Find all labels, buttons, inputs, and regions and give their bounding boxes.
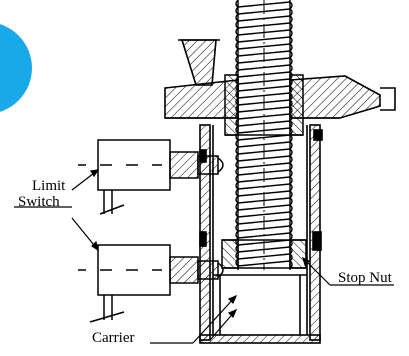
- screw-thread-crest: [289, 225, 293, 234]
- screw-thread: [237, 36, 291, 43]
- screw-thread-crest: [289, 169, 293, 178]
- carrier-label: Carrier: [92, 330, 135, 346]
- accent-circle-icon: [0, 24, 32, 112]
- screw-thread-crest: [235, 230, 239, 239]
- leader-lines: [14, 169, 394, 344]
- screw-thread-crest: [289, 148, 293, 157]
- screw-thread-crest: [235, 181, 239, 190]
- screw-thread-crest: [235, 48, 239, 57]
- screw-thread-crest: [289, 176, 293, 185]
- screw-thread-crest: [235, 6, 239, 15]
- screw-thread-crest: [235, 20, 239, 29]
- screw-thread-crest: [235, 41, 239, 50]
- screw-thread: [237, 169, 291, 176]
- screw-thread: [237, 120, 291, 127]
- screw-thread-crest: [289, 183, 293, 192]
- screw-thread-crest: [289, 211, 293, 220]
- screw-thread: [237, 162, 291, 169]
- screw-thread: [237, 85, 291, 92]
- screw-thread: [237, 1, 291, 8]
- screw-thread: [237, 92, 291, 99]
- stop-nut: [221, 239, 307, 269]
- carrier-tube: [199, 124, 323, 344]
- screw-thread-crest: [289, 15, 293, 24]
- screw-thread: [237, 246, 291, 253]
- screw-thread: [237, 218, 291, 225]
- screw-thread: [237, 134, 291, 141]
- screw-thread-crest: [289, 162, 293, 171]
- limit-switch-label-line1: Limit: [32, 178, 66, 194]
- screw-thread-crest: [235, 167, 239, 176]
- screw-thread: [237, 106, 291, 113]
- screw-thread: [237, 141, 291, 148]
- screw-thread-crest: [235, 55, 239, 64]
- screw-thread: [237, 155, 291, 162]
- screw-thread-crest: [235, 202, 239, 211]
- screw-thread: [237, 71, 291, 78]
- screw-thread-crest: [235, 34, 239, 43]
- screw-thread: [237, 64, 291, 71]
- screw-thread-crest: [289, 1, 293, 10]
- screw-thread-crest: [235, 188, 239, 197]
- screw-thread: [237, 57, 291, 64]
- screw-thread: [237, 127, 291, 134]
- screw-thread: [237, 204, 291, 211]
- screw-thread-crest: [289, 141, 293, 150]
- screw-thread-crest: [235, 216, 239, 225]
- screw-thread-crest: [289, 43, 293, 52]
- screw-thread-crest: [289, 204, 293, 213]
- screw-thread: [237, 50, 291, 57]
- screw-thread-crest: [235, 174, 239, 183]
- screw-thread-crest: [289, 57, 293, 66]
- screw-thread-crest: [235, 209, 239, 218]
- screw-thread: [237, 29, 291, 36]
- screw-thread: [237, 239, 291, 246]
- screw-thread-crest: [289, 8, 293, 17]
- screw-thread: [237, 176, 291, 183]
- screw-thread: [237, 43, 291, 50]
- screw-thread: [237, 113, 291, 120]
- screw-thread-crest: [289, 155, 293, 164]
- upper-limit-switch: [78, 139, 224, 215]
- screw-thread-crest: [289, 36, 293, 45]
- screw-thread: [237, 22, 291, 29]
- limit-switch-label-line2: Switch: [18, 194, 60, 210]
- screw-thread-crest: [289, 22, 293, 31]
- screw-thread-crest: [235, 153, 239, 162]
- screw-thread: [237, 15, 291, 22]
- screw-thread: [237, 197, 291, 204]
- screw-thread: [237, 78, 291, 85]
- screw-thread-crest: [289, 29, 293, 38]
- screw-thread: [237, 260, 291, 267]
- screw-thread-crest: [289, 190, 293, 199]
- lower-limit-switch: [78, 244, 224, 323]
- screw-thread: [237, 99, 291, 106]
- screw-thread-crest: [235, 13, 239, 22]
- screw-thread-crest: [289, 218, 293, 227]
- screw-thread: [237, 183, 291, 190]
- bushing: [224, 74, 304, 136]
- screw-thread: [237, 190, 291, 197]
- screw-thread: [237, 253, 291, 260]
- screw-thread-crest: [235, 62, 239, 71]
- screw-thread: [237, 211, 291, 218]
- screw-thread-crest: [235, 223, 239, 232]
- screw-thread-crest: [235, 195, 239, 204]
- screw-thread: [237, 225, 291, 232]
- screw-thread: [237, 232, 291, 239]
- screw-thread-crest: [289, 50, 293, 59]
- screw-thread-crest: [235, 27, 239, 36]
- screw-thread-crest: [235, 0, 239, 8]
- screw-thread-crest: [289, 64, 293, 73]
- screw-thread-crest: [235, 160, 239, 169]
- screw-thread-crest: [289, 197, 293, 206]
- stop-nut-label: Stop Nut: [338, 270, 392, 286]
- screw-thread-crest: [235, 139, 239, 148]
- screw-thread: [237, 8, 291, 15]
- screw-thread: [237, 148, 291, 155]
- screw-thread-crest: [235, 146, 239, 155]
